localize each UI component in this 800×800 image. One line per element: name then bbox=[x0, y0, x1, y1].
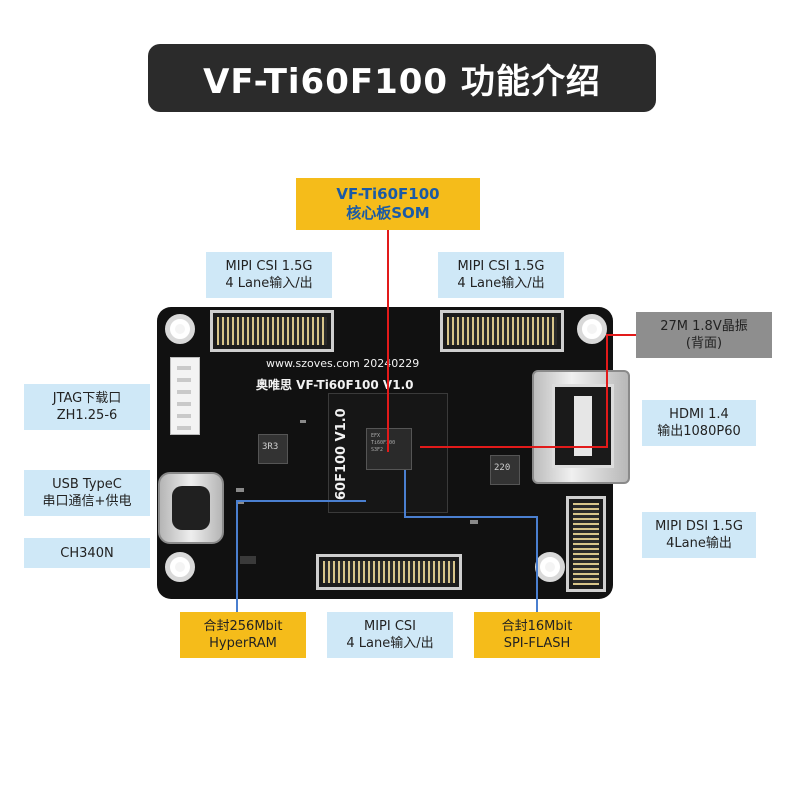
pointer-line-hyperram bbox=[236, 500, 366, 502]
label-line: (背面) bbox=[685, 336, 723, 351]
inductor-3r3: 3R3 bbox=[258, 434, 288, 464]
pointer-line-spi bbox=[536, 516, 538, 612]
label-usb: USB TypeC 串口通信+供电 bbox=[24, 470, 150, 516]
label-line: 串口通信+供电 bbox=[42, 494, 132, 509]
smd-component bbox=[470, 520, 478, 524]
jtag-header bbox=[170, 357, 200, 435]
label-line: 输出1080P60 bbox=[657, 424, 741, 439]
silk-brand-version: 奥唯思 VF-Ti60F100 V1.0 bbox=[256, 378, 414, 392]
inductor-label: 3R3 bbox=[262, 442, 279, 452]
smd-component bbox=[236, 500, 244, 504]
label-line: 4 Lane输入/出 bbox=[457, 276, 545, 291]
label-mipi-dsi: MIPI DSI 1.5G 4Lane输出 bbox=[642, 512, 756, 558]
pointer-line-crystal bbox=[420, 446, 608, 448]
pointer-line-spi bbox=[404, 516, 538, 518]
pointer-line-som bbox=[387, 230, 389, 452]
mounting-hole bbox=[165, 314, 195, 344]
pointer-line-crystal bbox=[606, 334, 608, 448]
label-ch340: CH340N bbox=[24, 538, 150, 568]
hdmi-tongue bbox=[574, 396, 592, 456]
smd-component bbox=[300, 420, 306, 423]
mipi-csi-connector-right bbox=[440, 310, 564, 352]
label-mipi-csi-right: MIPI CSI 1.5G 4 Lane输入/出 bbox=[438, 252, 564, 298]
usb-typec-connector bbox=[158, 472, 224, 544]
pointer-line-crystal bbox=[606, 334, 636, 336]
label-line: MIPI CSI bbox=[363, 619, 417, 634]
label-hyperram: 合封256Mbit HyperRAM bbox=[180, 612, 306, 658]
label-line: 合封256Mbit bbox=[203, 619, 283, 634]
label-line: 合封16Mbit bbox=[501, 619, 573, 634]
mounting-hole bbox=[165, 552, 195, 582]
label-line: MIPI CSI 1.5G bbox=[225, 259, 313, 274]
mounting-hole bbox=[535, 552, 565, 582]
pointer-line-spi bbox=[404, 470, 406, 518]
page-title: VF-Ti60F100 功能介绍 bbox=[203, 61, 601, 102]
label-line: CH340N bbox=[60, 545, 114, 561]
label-jtag: JTAG下载口 ZH1.25-6 bbox=[24, 384, 150, 430]
inductor-220: 220 bbox=[490, 455, 520, 485]
mipi-csi-connector-left bbox=[210, 310, 334, 352]
mounting-hole bbox=[577, 314, 607, 344]
label-line: 27M 1.8V晶振 bbox=[660, 319, 748, 334]
label-line: MIPI DSI 1.5G bbox=[655, 519, 743, 534]
usb-typec-port bbox=[172, 486, 210, 530]
pointer-line-hyperram bbox=[236, 500, 238, 612]
label-line: USB TypeC bbox=[52, 477, 122, 492]
silk-module-text: 60F100 V1.0 bbox=[334, 408, 349, 500]
smd-component bbox=[240, 556, 256, 564]
label-mipi-csi-left: MIPI CSI 1.5G 4 Lane输入/出 bbox=[206, 252, 332, 298]
label-line: JTAG下载口 bbox=[52, 391, 122, 406]
som-label-line2: 核心板SOM bbox=[346, 204, 430, 222]
mipi-csi-connector-bottom bbox=[316, 554, 462, 590]
label-line: MIPI CSI 1.5G bbox=[457, 259, 545, 274]
label-line: 4 Lane输入/出 bbox=[225, 276, 313, 291]
smd-component bbox=[236, 488, 244, 492]
som-label-line1: VF-Ti60F100 bbox=[336, 185, 440, 203]
label-line: HyperRAM bbox=[209, 636, 277, 651]
inductor-label: 220 bbox=[494, 463, 511, 473]
som-label: VF-Ti60F100 核心板SOM bbox=[296, 178, 480, 230]
label-line: ZH1.25-6 bbox=[56, 408, 118, 423]
label-line: SPI-FLASH bbox=[503, 636, 571, 651]
label-crystal: 27M 1.8V晶振 (背面) bbox=[636, 312, 772, 358]
title-bar: VF-Ti60F100 功能介绍 bbox=[148, 44, 656, 112]
silk-url-date: www.szoves.com 20240229 bbox=[266, 357, 420, 370]
label-line: HDMI 1.4 bbox=[669, 407, 729, 422]
mipi-dsi-connector bbox=[566, 496, 606, 592]
label-line: 4 Lane输入/出 bbox=[346, 636, 434, 651]
label-hdmi: HDMI 1.4 输出1080P60 bbox=[642, 400, 756, 446]
label-line: 4Lane输出 bbox=[666, 536, 732, 551]
label-spi-flash: 合封16Mbit SPI-FLASH bbox=[474, 612, 600, 658]
label-mipi-csi-bottom: MIPI CSI 4 Lane输入/出 bbox=[327, 612, 453, 658]
